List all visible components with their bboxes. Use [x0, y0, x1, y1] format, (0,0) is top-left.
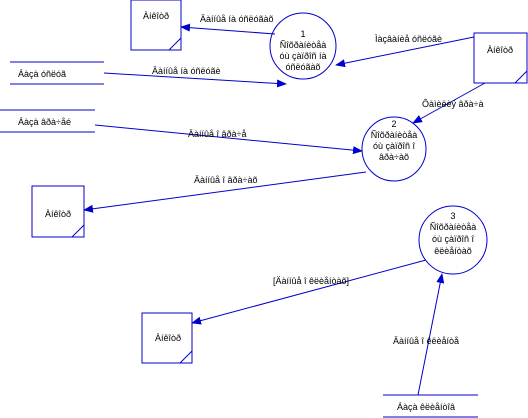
- data-store-doctors[interactable]: Áàçà âðà÷åé: [0, 109, 95, 133]
- data-store-label: Áàçà âðà÷åé: [18, 117, 71, 127]
- flow-ext-top-right-to-p2[interactable]: Ôàìèëèÿ âðà÷à: [412, 82, 486, 124]
- external-entity-mid-left[interactable]: Àíêîòð: [31, 185, 85, 238]
- process-label-line: Ñîõðàíèòåà: [280, 40, 327, 50]
- process-label-line: âðà÷àõ: [379, 152, 409, 162]
- data-store-clients[interactable]: Áàçà êëèåíòîâ: [383, 394, 478, 418]
- process-1[interactable]: 1 Ñîõðàíèòåà óù çàïðîñ íà óñëóãàõ: [269, 12, 337, 80]
- data-store-label: Áàçà óñëóã: [18, 69, 66, 79]
- process-number: 2: [391, 119, 396, 129]
- flow-p2-to-ext-mid-left[interactable]: Äàííûå î âðà÷àõ: [83, 171, 367, 213]
- process-label-line: Ñîõðàíèòåà: [371, 130, 418, 140]
- flow-p3-to-ext-bottom[interactable]: [Äàííûå î êëèåíòàõ]: [191, 259, 427, 325]
- process-2[interactable]: 2 Ñîõðàíèòåà óù çàïðîñ î âðà÷àõ: [361, 116, 427, 182]
- external-entity-label: Àíêîòð: [143, 11, 169, 21]
- external-entity-top-left[interactable]: Àíêîòð: [130, 0, 182, 51]
- data-store-services[interactable]: Áàçà óñëóã: [10, 61, 104, 85]
- external-entity-label: Àíêîòð: [487, 45, 513, 55]
- process-label-line: óñëóãàõ: [285, 62, 320, 72]
- flow-services-to-p1[interactable]: Äàííûå íà óñëóãè: [103, 66, 287, 88]
- external-entity-bottom[interactable]: Àíêîòð: [141, 312, 193, 364]
- flow-label: [Äàííûå î êëèåíòàõ]: [273, 276, 349, 286]
- flow-label: Ìàçâàíèå óñëóãè: [375, 34, 442, 44]
- flow-label: Äàííûå íà óñëóãàõ: [200, 14, 274, 24]
- flow-ext-top-right-to-p1[interactable]: Ìàçâàíèå óñëóãè: [335, 34, 475, 68]
- process-label-line: êëèåíòàõ: [434, 246, 472, 256]
- flow-label: Ôàìèëèÿ âðà÷à: [422, 99, 483, 109]
- flow-doctors-to-p2[interactable]: Äàííûå î âðà÷å: [94, 124, 363, 155]
- process-label-line: Ñîõðàíèòåà: [430, 222, 477, 232]
- process-label-line: óù çàïðîñ î: [432, 234, 475, 244]
- external-entity-label: Àíêîòð: [155, 333, 181, 343]
- process-label-line: óù çàïðîñ î: [373, 141, 416, 151]
- process-label-line: óù çàïðîñ íà: [279, 51, 326, 61]
- process-3[interactable]: 3 Ñîõðàíèòåà óù çàïðîñ î êëèåíòàõ: [418, 205, 488, 275]
- flow-label: Äàííûå î êëèåíòå: [393, 336, 459, 346]
- flow-clients-to-p3[interactable]: Äàííûå î êëèåíòå: [393, 273, 459, 396]
- external-entity-top-right[interactable]: Àíêîòð: [473, 32, 528, 84]
- flow-label: Äàííûå íà óñëóãè: [152, 66, 221, 76]
- external-entity-label: Àíêîòð: [45, 209, 71, 219]
- flow-label: Äàííûå î âðà÷àõ: [194, 175, 258, 185]
- process-number: 3: [450, 211, 455, 221]
- flow-p1-to-ext-top-left[interactable]: Äàííûå íà óñëóãàõ: [180, 14, 276, 35]
- data-store-label: Áàçà êëèåíòîâ: [397, 402, 455, 412]
- flow-label: Äàííûå î âðà÷å: [188, 129, 246, 139]
- process-number: 1: [300, 29, 305, 39]
